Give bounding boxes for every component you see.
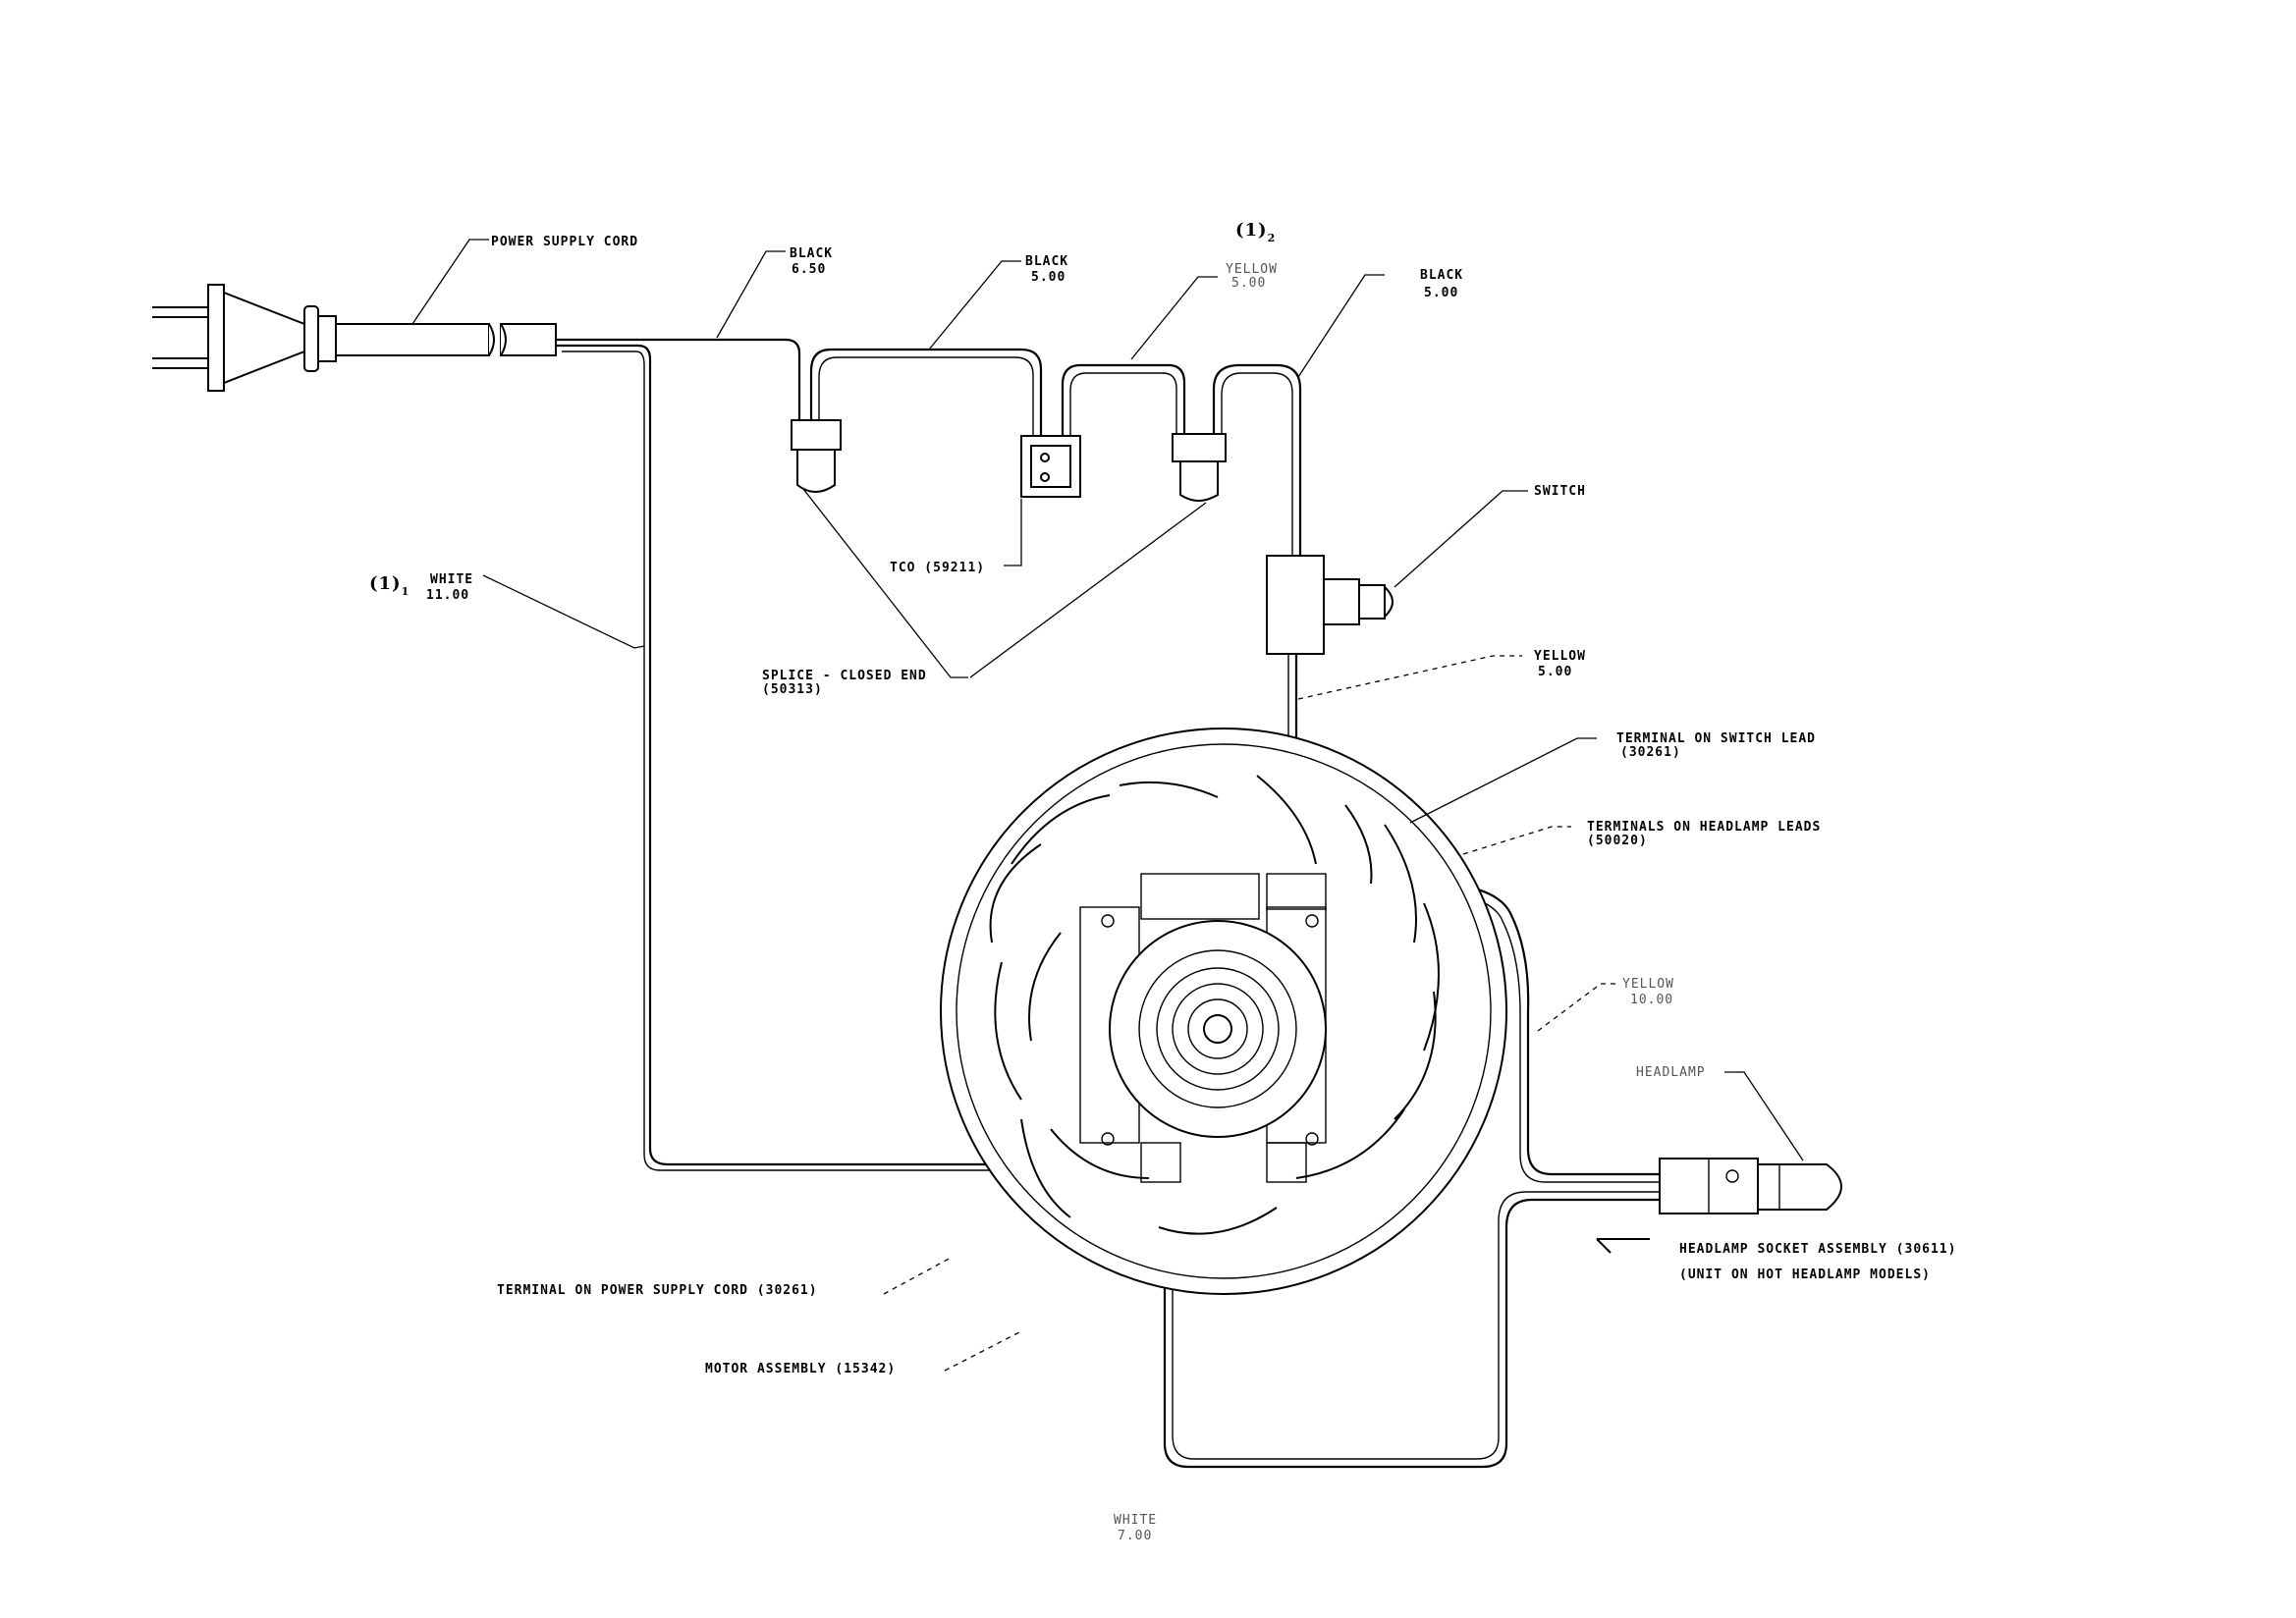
- label-black-6-50-len: 6.50: [792, 262, 826, 277]
- label-white-7-00-len: 7.00: [1118, 1529, 1152, 1543]
- label-terminal-power-cord: TERMINAL ON POWER SUPPLY CORD (30261): [497, 1283, 818, 1298]
- label-headlamp-socket-line2: (UNIT ON HOT HEADLAMP MODELS): [1679, 1267, 1931, 1282]
- label-headlamp-socket-line1: HEADLAMP SOCKET ASSEMBLY (30611): [1679, 1242, 1956, 1257]
- labels: POWER SUPPLY CORD BLACK 6.50 BLACK 5.00 …: [369, 220, 1956, 1543]
- label-headlamp: HEADLAMP: [1636, 1065, 1706, 1080]
- headlamp-pointer-icon: [1596, 1238, 1650, 1254]
- label-black-5-00-a-name: BLACK: [1025, 254, 1068, 269]
- label-splice-line1: SPLICE - CLOSED END: [762, 669, 927, 683]
- label-yellow-5-00-b-name: YELLOW: [1534, 649, 1586, 664]
- label-black-5-00-a-len: 5.00: [1031, 270, 1066, 285]
- label-yellow-10-00-name: YELLOW: [1622, 977, 1674, 992]
- label-power-supply-cord: POWER SUPPLY CORD: [491, 235, 638, 249]
- label-white-7-00-name: WHITE: [1114, 1513, 1157, 1528]
- headlamp-socket-assembly: [1659, 1158, 1842, 1214]
- label-terminals-headlamp-line1: TERMINALS ON HEADLAMP LEADS: [1587, 820, 1821, 835]
- label-yellow-5-00-a-name: YELLOW: [1226, 262, 1278, 277]
- splice-closed-end-1: [791, 419, 842, 493]
- power-plug: [152, 284, 557, 392]
- label-circle-2: (1)2: [1235, 220, 1276, 244]
- label-circle-1: (1)1: [369, 573, 410, 598]
- label-terminals-headlamp-line2: (50020): [1587, 834, 1648, 848]
- label-motor-assembly: MOTOR ASSEMBLY (15342): [705, 1362, 896, 1376]
- label-yellow-5-00-a-len: 5.00: [1231, 276, 1266, 291]
- leader-lines: [411, 239, 1804, 1372]
- label-switch: SWITCH: [1534, 484, 1586, 499]
- label-yellow-5-00-b-len: 5.00: [1538, 665, 1572, 679]
- label-white-11-00-name: WHITE: [430, 572, 473, 587]
- splice-closed-end-2: [1172, 433, 1227, 502]
- label-splice-line2: (50313): [762, 682, 823, 697]
- motor-assembly: [940, 728, 1507, 1295]
- switch: [1266, 555, 1394, 655]
- label-black-5-00-b-len: 5.00: [1424, 286, 1458, 300]
- label-black-6-50-name: BLACK: [790, 246, 833, 261]
- tco: [1020, 435, 1081, 498]
- label-terminal-switch-line2: (30261): [1620, 745, 1681, 760]
- label-terminal-switch-line1: TERMINAL ON SWITCH LEAD: [1616, 731, 1816, 746]
- label-white-11-00-len: 11.00: [426, 588, 469, 603]
- label-tco: TCO (59211): [890, 561, 985, 575]
- label-yellow-10-00-len: 10.00: [1630, 993, 1673, 1007]
- label-black-5-00-b-name: BLACK: [1420, 268, 1463, 283]
